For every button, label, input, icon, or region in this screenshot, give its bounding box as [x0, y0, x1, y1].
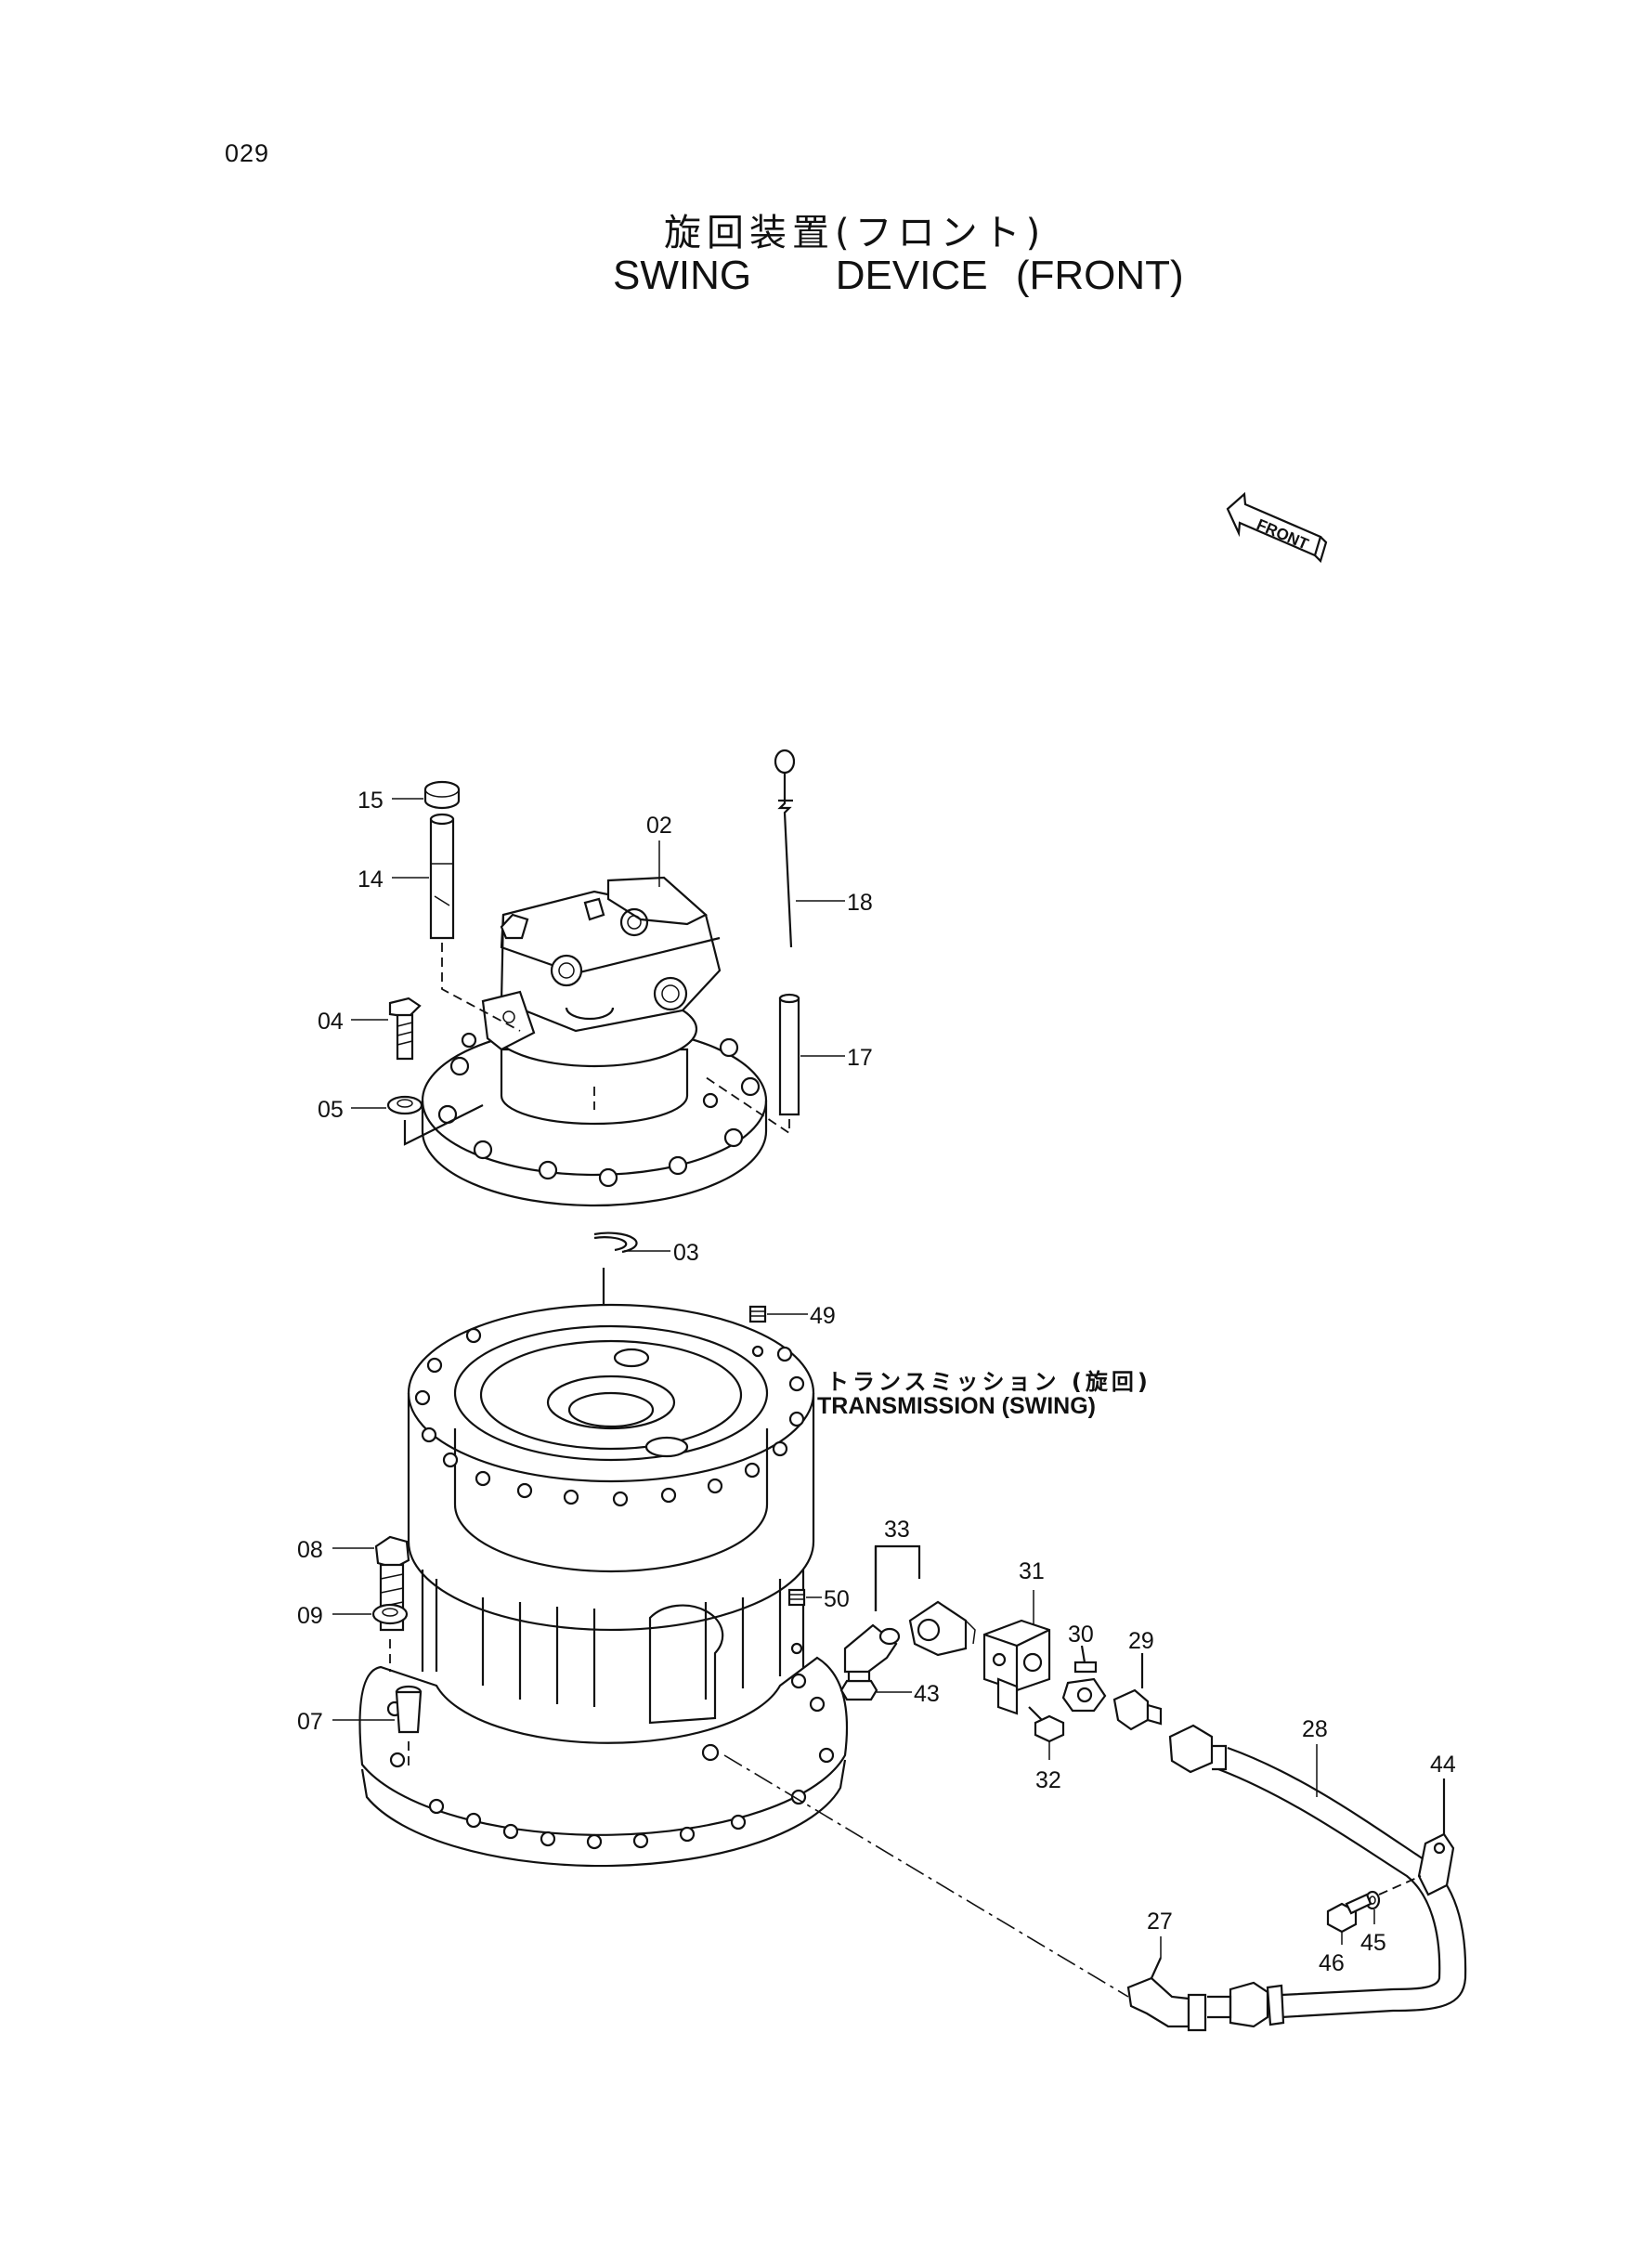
- callout-27: 27: [1147, 1909, 1173, 1958]
- guide-tube-part: [705, 993, 800, 1135]
- cap-part: [423, 780, 461, 810]
- callout-33: 33: [884, 1517, 910, 1543]
- callout-label: 29: [1128, 1628, 1154, 1654]
- callout-31: 31: [1019, 1558, 1045, 1625]
- callout-label: 02: [646, 813, 672, 839]
- callout-32: 32: [1035, 1741, 1061, 1793]
- callout-label: 43: [914, 1681, 940, 1707]
- callout-label: 05: [318, 1097, 344, 1123]
- pin-07-part: [389, 1639, 423, 1769]
- assembly-label-japanese: トランスミッション (旋回): [826, 1369, 1151, 1395]
- callout-label: 18: [847, 890, 873, 916]
- callout-03: 03: [624, 1240, 699, 1266]
- washer-part: [386, 1095, 484, 1146]
- callout-45: 45: [1360, 1909, 1386, 1956]
- washer-09-part: [371, 1603, 409, 1625]
- callout-label: 45: [1360, 1930, 1386, 1956]
- connector-30-part: [1061, 1645, 1107, 1713]
- callouts: 15 14 02 18 04 05 17 03 49 08 09 07: [297, 788, 1456, 1976]
- callout-04: 04: [318, 1009, 388, 1035]
- callout-44: 44: [1430, 1752, 1456, 1778]
- elbow-fitting-33-part: [843, 1544, 976, 1674]
- callout-label: 04: [318, 1009, 344, 1035]
- callout-label: 50: [824, 1586, 850, 1612]
- callout-label: 03: [673, 1240, 699, 1266]
- assembly-label-english: TRANSMISSION (SWING): [817, 1393, 1096, 1419]
- title-japanese: 旋回装置(フロント): [664, 212, 1047, 254]
- callout-30: 30: [1068, 1622, 1094, 1648]
- bolt-part: [388, 997, 422, 1061]
- callout-09: 09: [297, 1603, 371, 1629]
- callout-label: 17: [847, 1045, 873, 1071]
- callout-46: 46: [1319, 1932, 1345, 1976]
- callout-02: 02: [646, 813, 672, 887]
- callout-label: 27: [1147, 1909, 1173, 1935]
- callout-08: 08: [297, 1537, 374, 1563]
- clamp-44-part: [1417, 1778, 1455, 1896]
- callout-label: 08: [297, 1537, 323, 1563]
- bolt-32-part: [1028, 1706, 1065, 1743]
- callout-label: 44: [1430, 1752, 1456, 1778]
- transmission-housing: [358, 1303, 849, 1868]
- callout-label: 09: [297, 1603, 323, 1629]
- callout-label: 31: [1019, 1558, 1045, 1584]
- elbow-fitting-27-part: [723, 1754, 1207, 2032]
- title-english: SWING DEVICE (FRONT): [613, 253, 1184, 298]
- callout-17: 17: [800, 1045, 873, 1071]
- callout-label: 49: [810, 1303, 836, 1329]
- callout-label: 32: [1035, 1767, 1061, 1793]
- callout-07: 07: [297, 1709, 395, 1735]
- fitting-block-31-part: [982, 1619, 1051, 1715]
- callout-label: 30: [1068, 1622, 1094, 1648]
- adapter-29-part: [1112, 1653, 1163, 1731]
- callout-18: 18: [796, 890, 873, 916]
- callout-29: 29: [1128, 1628, 1154, 1654]
- callout-label: 46: [1319, 1950, 1345, 1976]
- bolt-46-part: [1326, 1893, 1372, 1934]
- callout-label: 28: [1302, 1716, 1328, 1742]
- callout-label: 15: [358, 788, 384, 814]
- plug-50-part: [787, 1588, 806, 1655]
- pipe-part: [429, 813, 521, 1032]
- level-gauge-part: [774, 749, 796, 948]
- callout-label: 07: [297, 1709, 323, 1735]
- callout-14: 14: [358, 866, 429, 892]
- callout-label: 33: [884, 1517, 910, 1543]
- callout-49: 49: [767, 1303, 836, 1329]
- callout-15: 15: [358, 788, 423, 814]
- plug-49-part: [748, 1305, 767, 1358]
- callout-28: 28: [1302, 1716, 1328, 1797]
- callout-label: 14: [358, 866, 384, 892]
- callout-05: 05: [318, 1097, 386, 1123]
- callout-43: 43: [877, 1681, 940, 1707]
- page-number: 029: [225, 139, 270, 167]
- callout-50: 50: [806, 1586, 850, 1612]
- swing-motor: [421, 876, 768, 1207]
- front-arrow-icon: FRONT: [1226, 491, 1328, 564]
